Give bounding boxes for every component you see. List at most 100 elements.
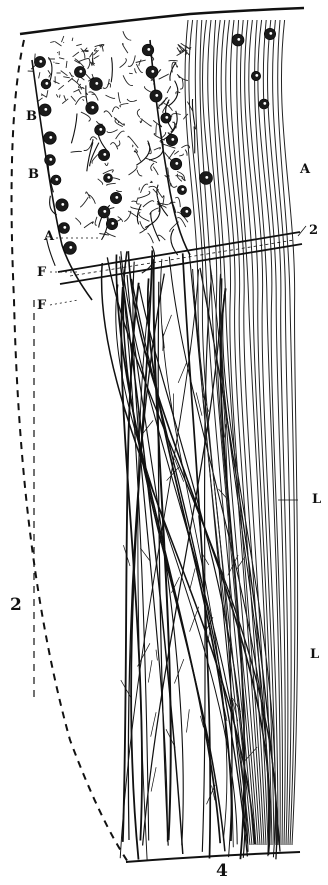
mesh-strand [47, 90, 48, 97]
mesh-strand [84, 222, 93, 228]
nerve-fiber [183, 253, 211, 858]
mesh-strand [112, 107, 119, 112]
mesh-strand [159, 74, 169, 79]
band-hatching [70, 240, 294, 276]
mesh-strand [171, 183, 177, 187]
cell-branch [136, 141, 149, 166]
nerve-fiber [154, 259, 171, 840]
mesh-strand [149, 186, 158, 189]
nerve-fibers [102, 250, 280, 859]
cell-nucleus [175, 162, 178, 165]
mesh-strand [62, 36, 64, 42]
mesh-strand [175, 197, 180, 207]
band-edge-top [58, 232, 300, 272]
cell-nucleus [61, 203, 64, 206]
cell-nucleus [91, 106, 94, 109]
mesh-strand [123, 75, 133, 85]
mesh-strand [49, 75, 50, 78]
cell-nucleus [115, 196, 118, 199]
cell-branch [168, 81, 178, 107]
cell-nucleus [107, 176, 110, 179]
cell-branch [71, 114, 77, 144]
mesh-strand [79, 58, 90, 61]
cross-band [50, 226, 306, 500]
mesh-strand [116, 190, 122, 191]
fiber-twig [190, 568, 196, 590]
label-f-lower: F [37, 299, 46, 312]
mesh-strand [167, 87, 170, 93]
label-b-upper: B [26, 110, 37, 123]
mesh-strand [137, 170, 142, 176]
mesh-strand [117, 141, 120, 147]
mesh-strand [95, 217, 97, 225]
mesh-strand [80, 197, 88, 207]
cell-branch [170, 63, 176, 81]
mesh-strand [98, 179, 103, 185]
mesh-strand [41, 94, 42, 95]
mesh-strand [58, 85, 64, 90]
mesh-strand [71, 96, 76, 101]
fiber-twig [187, 709, 190, 732]
mesh-strand [75, 218, 80, 224]
mesh-strand [150, 181, 152, 183]
cell-nucleus [147, 48, 150, 51]
mesh-strand [139, 60, 141, 66]
cell-chain-left [32, 60, 92, 300]
mesh-strand [83, 99, 85, 100]
mesh-strand [120, 58, 127, 67]
mesh-strand [63, 77, 70, 78]
cell-nucleus [165, 116, 168, 119]
mesh-strand [174, 151, 178, 154]
mesh-strand [64, 95, 66, 100]
cell-nucleus [103, 210, 106, 213]
mesh-strand [75, 97, 85, 105]
mesh-strand [73, 52, 79, 57]
mesh-strand [129, 166, 138, 175]
cell-nucleus [49, 136, 52, 139]
mesh-strand [169, 150, 175, 159]
mesh-strand [68, 78, 73, 82]
mesh-strand [185, 150, 187, 156]
mesh-strand [89, 92, 99, 101]
dashed-boundary-line [12, 40, 128, 862]
cell-nucleus [205, 176, 208, 179]
leader-2 [298, 226, 306, 236]
mesh-strand [137, 109, 140, 117]
label-a-right: A [300, 163, 310, 176]
leader-f-lower [50, 300, 78, 305]
mesh-strand [59, 58, 64, 59]
mesh-strand [110, 143, 117, 150]
cell-nucleus [63, 226, 66, 229]
mesh-strand [56, 94, 58, 97]
mesh-strand [136, 64, 142, 73]
cell-nucleus [269, 32, 272, 35]
mesh-strand [135, 68, 137, 73]
cell-nucleus [55, 178, 58, 181]
mesh-strand [94, 48, 97, 51]
mesh-strand [96, 121, 102, 124]
label-f-upper: F [37, 266, 46, 279]
mesh-strand [55, 63, 59, 64]
mesh-strand [48, 70, 51, 75]
mesh-strand [82, 88, 85, 89]
mesh-strand [154, 148, 161, 150]
mesh-strand [39, 72, 40, 78]
mesh-strand [77, 79, 79, 83]
mesh-strand [66, 61, 67, 68]
mesh-strand [122, 44, 127, 54]
mesh-strand [106, 95, 115, 98]
cell-nucleus [69, 246, 72, 249]
fiber-twig [151, 712, 156, 737]
mesh-strand [107, 130, 118, 133]
mesh-strand [162, 132, 166, 138]
cell-nucleus [49, 158, 52, 161]
cell-nucleus [185, 210, 188, 213]
mesh-strand [118, 92, 121, 103]
mesh-strand [123, 31, 131, 40]
cell-nucleus [111, 222, 114, 225]
mesh-strand [90, 137, 97, 140]
label-l-lower: L [310, 648, 319, 661]
mesh-strand [140, 221, 147, 229]
label-4-bottom: 4 [216, 863, 228, 880]
